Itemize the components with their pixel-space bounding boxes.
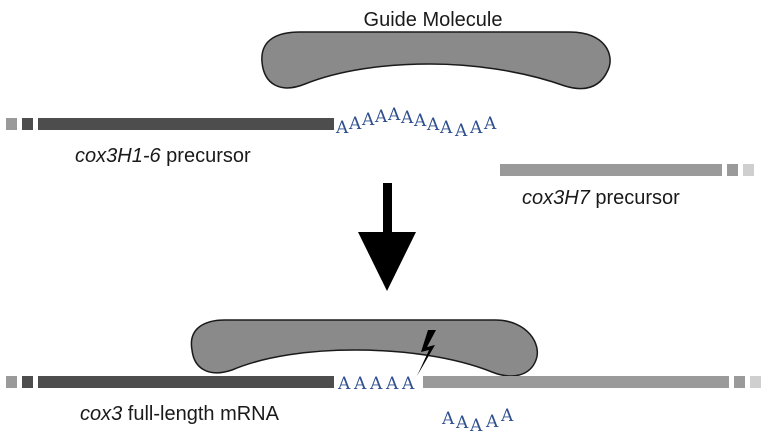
mrna-dark-segment — [38, 376, 334, 388]
poly-a-letter: A — [455, 413, 469, 433]
utr-block-6 — [22, 376, 33, 388]
poly-a-letter: A — [387, 105, 401, 125]
cox3h7-label: cox3H7 precursor — [522, 187, 680, 209]
utr-block-5 — [6, 376, 17, 388]
poly-a-letter: A — [485, 412, 499, 432]
utr-block-4 — [743, 164, 754, 176]
poly-a-letter: A — [369, 374, 383, 394]
down-arrow-icon — [358, 183, 416, 291]
poly-a-letter: A — [426, 115, 440, 135]
mrna-light-segment — [423, 376, 729, 388]
poly-a-letter: A — [469, 416, 483, 436]
poly-a-letter: A — [374, 107, 388, 127]
utr-block-2 — [22, 118, 33, 130]
poly-a-letter: A — [439, 118, 453, 138]
cox3h1-6-label: cox3H1-6 precursor — [75, 145, 251, 167]
poly-a-letter: A — [401, 374, 415, 394]
utr-block-7 — [734, 376, 745, 388]
poly-a-letter: A — [469, 118, 483, 138]
poly-a-letter: A — [335, 118, 349, 138]
guide-molecule-top — [261, 31, 611, 90]
poly-a-letter: A — [361, 110, 375, 130]
utr-block-3 — [727, 164, 738, 176]
guide-molecule-label: Guide Molecule — [364, 9, 503, 31]
poly-a-letter: A — [483, 114, 497, 134]
cox3-mrna-label: cox3 full-length mRNA — [80, 403, 280, 425]
guide-molecule-bottom — [190, 319, 539, 377]
cox3h1-6-coding-bar — [38, 118, 334, 130]
poly-a-letter: A — [413, 111, 427, 131]
utr-block-1 — [6, 118, 17, 130]
cox3h7-coding-bar — [500, 164, 722, 176]
poly-a-tail-top: A A A A A A A A A A A A — [335, 105, 497, 141]
poly-a-letter: A — [385, 374, 399, 394]
poly-a-released: A A A A A — [441, 406, 514, 436]
poly-a-letter: A — [500, 406, 514, 426]
poly-a-letter: A — [400, 108, 414, 128]
poly-a-letter: A — [337, 374, 351, 394]
poly-a-letter: A — [454, 121, 468, 141]
poly-a-letter: A — [441, 409, 455, 429]
poly-a-letter: A — [353, 374, 367, 394]
utr-block-8 — [750, 376, 761, 388]
cleavage-lightning-icon — [417, 330, 436, 376]
poly-a-joined: A A A A A — [337, 374, 415, 394]
poly-a-letter: A — [348, 114, 362, 134]
